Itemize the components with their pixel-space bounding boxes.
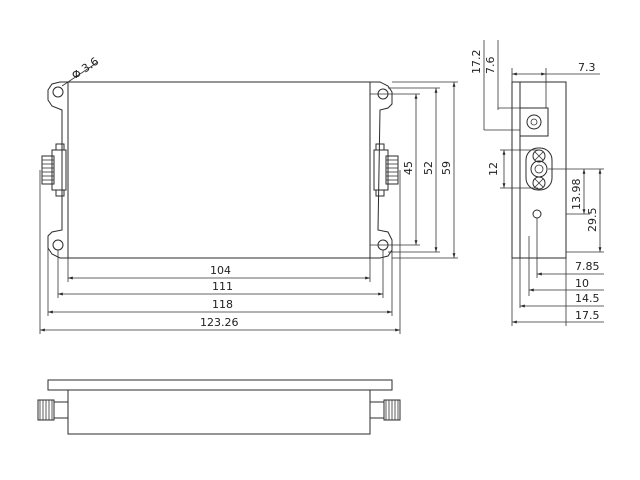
side-lower-hole <box>532 209 542 219</box>
bottom-left-connector <box>37 399 69 421</box>
bottom-right-connector <box>369 399 401 421</box>
side-view: 17.2 7.6 7.3 12 13.98 29.5 7.85 10 14.5 <box>470 40 604 326</box>
side-dim-13-98: 13.98 <box>570 179 583 211</box>
side-dim-10: 10 <box>575 277 589 290</box>
bottom-body <box>67 389 371 435</box>
side-dim-12: 12 <box>487 162 500 176</box>
height-dim-52: 52 <box>422 161 435 175</box>
width-dim-104: 104 <box>210 264 231 277</box>
side-connector <box>525 147 553 191</box>
front-view: Φ 3.6 <box>39 55 458 334</box>
side-dim-29-5: 29.5 <box>586 208 599 233</box>
side-body <box>519 81 567 259</box>
height-dim-45: 45 <box>402 161 415 175</box>
side-dim-7-85: 7.85 <box>575 260 600 273</box>
side-boss <box>519 107 549 137</box>
phi-symbol: Φ <box>72 68 81 81</box>
side-dim-17-2: 17.2 <box>470 50 483 75</box>
mount-hole-tl <box>52 86 64 98</box>
bottom-view <box>37 379 401 435</box>
right-connector <box>373 143 399 197</box>
flange-outline <box>47 81 393 259</box>
width-dim-118: 118 <box>212 298 233 311</box>
side-dim-7-3: 7.3 <box>578 61 596 74</box>
side-dim-17-5: 17.5 <box>575 309 600 322</box>
width-dim-123-26: 123.26 <box>200 316 239 329</box>
height-dim-59: 59 <box>440 161 453 175</box>
left-connector <box>41 143 67 197</box>
side-dim-7-6: 7.6 <box>484 57 497 75</box>
bottom-flange <box>47 379 393 391</box>
mount-hole-bl <box>52 239 64 251</box>
width-dim-111: 111 <box>212 280 233 293</box>
side-dim-14-5: 14.5 <box>575 292 600 305</box>
housing-body <box>67 81 371 259</box>
